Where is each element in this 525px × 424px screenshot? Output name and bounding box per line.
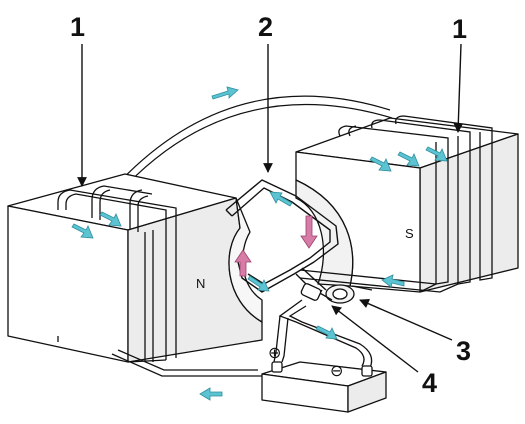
cyan-arrow-icon bbox=[315, 325, 338, 340]
callout-field-coil-left: 1 bbox=[70, 12, 85, 42]
field-coil-right bbox=[299, 115, 493, 293]
pink-force-arrow-icon bbox=[234, 249, 252, 277]
cyan-arrow-icon bbox=[425, 146, 448, 162]
return-wire-arc bbox=[111, 95, 393, 194]
cyan-arrow-icon bbox=[247, 275, 270, 292]
force-arrows bbox=[234, 215, 318, 277]
cyan-arrow-icon bbox=[397, 151, 420, 167]
brush bbox=[300, 283, 322, 301]
cyan-arrow-icon bbox=[71, 223, 94, 239]
callout-field-coil-right: 1 bbox=[452, 14, 467, 44]
field-coil-left bbox=[57, 185, 177, 363]
pink-force-arrow-icon bbox=[300, 215, 318, 249]
cyan-arrow-icon bbox=[369, 156, 392, 172]
commutator bbox=[317, 284, 373, 304]
battery-negative-symbol: ⊖ bbox=[330, 361, 343, 380]
callout-armature-loop: 2 bbox=[258, 12, 273, 42]
battery-positive-symbol: ⊕ bbox=[268, 343, 281, 362]
battery-wires bbox=[111, 299, 373, 377]
current-arrows bbox=[71, 86, 448, 401]
cyan-arrow-icon bbox=[269, 191, 293, 207]
north-pole-label: N bbox=[196, 276, 205, 291]
callout-brush: 4 bbox=[422, 368, 437, 398]
battery bbox=[261, 361, 387, 413]
cyan-arrow-icon bbox=[211, 86, 239, 100]
south-pole-label: S bbox=[405, 226, 414, 241]
cyan-arrow-icon bbox=[199, 387, 223, 401]
callout-leaders bbox=[77, 43, 464, 373]
callout-commutator: 3 bbox=[456, 336, 471, 366]
magnet-south bbox=[295, 117, 519, 293]
cyan-arrow-icon bbox=[381, 274, 405, 288]
magnet-north bbox=[7, 173, 263, 363]
cyan-arrow-icon bbox=[99, 211, 122, 227]
